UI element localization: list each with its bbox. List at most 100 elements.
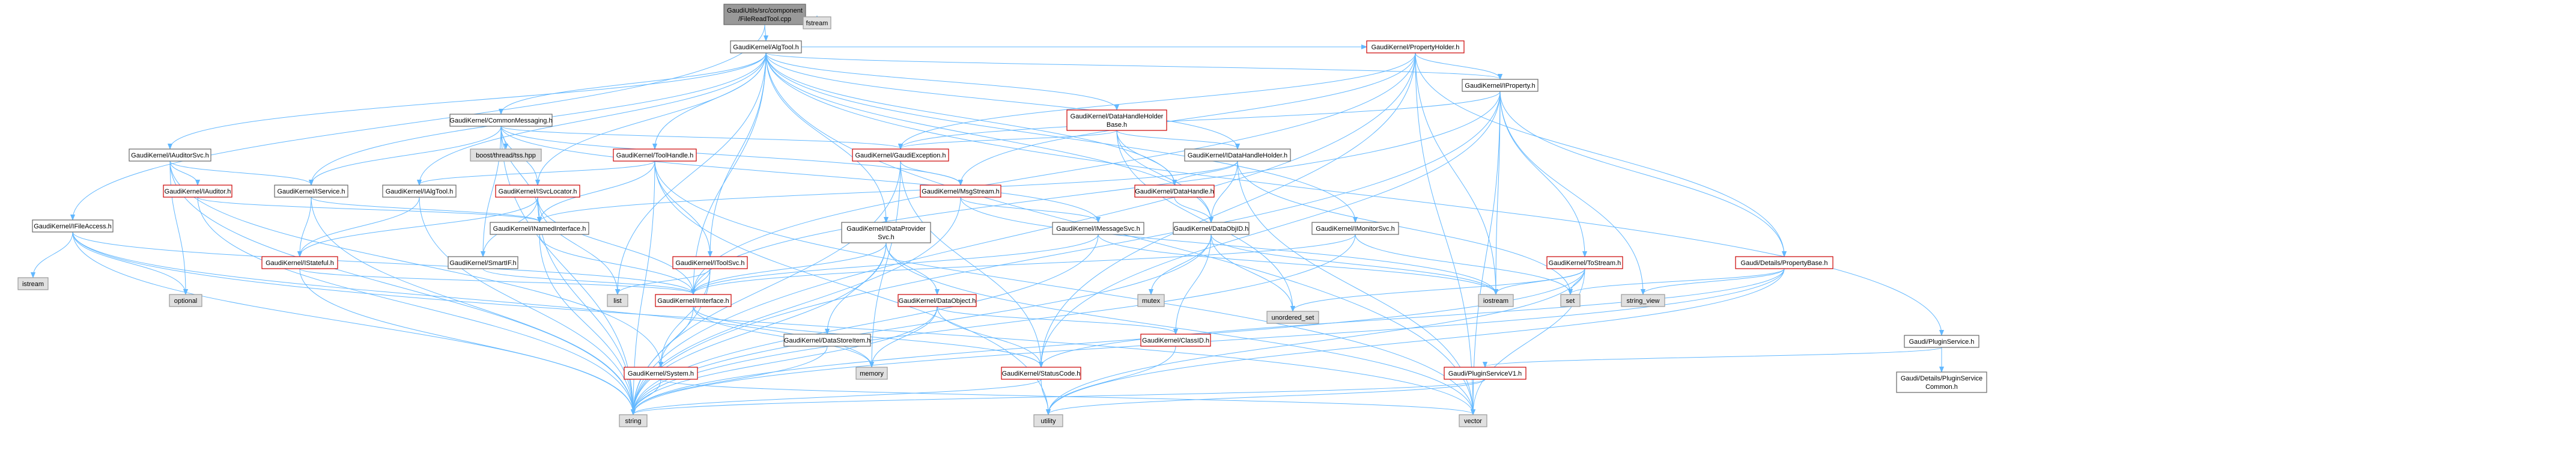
node-label: GaudiKernel/IFileAccess.h [34,223,112,230]
dependency-edge [169,160,198,185]
edge-propertyholder-to-iinterface [693,52,1416,294]
edge-iproperty-to-string_view [1499,91,1643,294]
node-iinterface[interactable]: GaudiKernel/IInterface.h [655,294,732,307]
node-tostream[interactable]: GaudiKernel/ToStream.h [1546,256,1623,269]
node-box [852,148,949,162]
node-iauditorsvc[interactable]: GaudiKernel/IAuditorSvc.h [129,148,211,162]
node-datastoreitem[interactable]: GaudiKernel/DataStoreItem.h [783,334,871,347]
dependency-edge [1355,234,1570,294]
edge-datahandleholder-to-idatahandleholder [1116,130,1238,148]
dependency-edge [537,197,693,294]
dependency-edge [419,52,767,185]
edge-ialgtool-to-iinterface [693,52,767,294]
node-dataobject[interactable]: GaudiKernel/DataObject.h [898,294,977,307]
node-memory: memory [855,367,888,380]
node-istateful[interactable]: GaudiKernel/IStateful.h [261,256,338,269]
edge-propertybase-to-string_view [1643,268,1785,294]
node-isvclocator[interactable]: GaudiKernel/ISvcLocator.h [495,185,580,198]
node-idatahandleholder[interactable]: GaudiKernel/IDataHandleHolder.h [1184,148,1291,162]
node-system[interactable]: GaudiKernel/System.h [624,367,698,380]
dependency-edge [1499,91,1784,256]
node-iproperty[interactable]: GaudiKernel/IProperty.h [1462,79,1539,92]
dependency-edge [901,130,1117,148]
dependency-edge [500,126,633,414]
edge-propertyholder-to-msgstream [961,52,1416,185]
node-box [841,222,931,243]
node-gaudiexception[interactable]: GaudiKernel/GaudiException.h [852,148,949,162]
edge-idatahandleholder-to-vector [1237,160,1473,414]
dependency-edge [1643,268,1785,294]
node-box [1560,294,1581,307]
node-label: GaudiKernel/DataObjID.h [1174,225,1249,233]
node-ifileaccess[interactable]: GaudiKernel/IFileAccess.h [32,219,114,233]
dependency-edge [537,197,618,294]
node-pluginservice[interactable]: Gaudi/PluginService.h [1904,335,1979,348]
node-imonitorsvc[interactable]: GaudiKernel/IMonitorSvc.h [1311,222,1399,235]
node-commonmsg[interactable]: GaudiKernel/CommonMessaging.h [449,114,553,127]
node-statuscode[interactable]: GaudiKernel/StatusCode.h [1001,367,1081,380]
dependency-edges [33,16,1942,414]
node-smartif[interactable]: GaudiKernel/SmartIF.h [448,256,518,269]
node-inamedinterface[interactable]: GaudiKernel/INamedInterface.h [490,222,589,235]
node-imessagesvc[interactable]: GaudiKernel/IMessageSvc.h [1052,222,1144,235]
node-label: GaudiKernel/DataHandle.h [1135,188,1214,195]
dependency-edge [937,306,1041,367]
node-pluginservicev1[interactable]: Gaudi/PluginServiceV1.h [1444,367,1526,380]
node-classid[interactable]: GaudiKernel/ClassID.h [1140,334,1211,347]
dependency-edge [901,91,1501,148]
node-iservice[interactable]: GaudiKernel/IService.h [274,185,348,198]
edge-idatahandleholder-to-dataobjid [1211,160,1238,222]
edge-ialgtool-to-idatahandleholder [765,52,1238,148]
edge-gaudiexception-to-statuscode [900,160,1041,367]
node-box [898,294,977,307]
node-box [448,256,518,269]
dependency-edge [633,234,1099,414]
node-box [1444,367,1526,380]
node-label: GaudiKernel/IMonitorSvc.h [1316,225,1394,233]
edge-commonmsg-to-string [500,126,633,414]
node-propertyholder[interactable]: GaudiKernel/PropertyHolder.h [1366,40,1465,53]
edge-ifileaccess-to-vector [72,231,1473,414]
dependency-edge [1176,234,1212,334]
edge-dataobject-to-string [633,306,938,414]
node-box [495,185,580,198]
node-string_view: string_view [1621,294,1665,307]
node-iauditor[interactable]: GaudiKernel/IAuditor.h [163,185,232,198]
dependency-edge [419,197,633,414]
node-ialgtoolh[interactable]: GaudiKernel/IAlgTool.h [382,185,457,198]
node-label: GaudiKernel/IProperty.h [1465,82,1535,90]
node-istream: istream [17,277,49,290]
edge-dataobjid-to-unordered_set [1211,234,1293,311]
node-toolhandle[interactable]: GaudiKernel/ToolHandle.h [613,148,697,162]
dependency-edge [300,197,420,256]
edge-ialgtool-to-iauditorsvc [170,52,767,148]
node-datahandle[interactable]: GaudiKernel/DataHandle.h [1134,185,1215,198]
node-label: GaudiKernel/GaudiException.h [855,152,946,159]
node-box [1140,334,1211,347]
dependency-edge [1473,91,1501,414]
dependency-edge [1485,347,1942,367]
node-root[interactable]: GaudiUtils/src/component/FileReadTool.cp… [723,4,806,25]
dependency-edge [1570,268,1785,294]
dependency-edge [539,234,633,414]
node-label: Gaudi/PluginService.h [1909,338,1975,346]
node-msgstream[interactable]: GaudiKernel/MsgStream.h [920,185,1001,198]
node-propertybase[interactable]: Gaudi/Details/PropertyBase.h [1735,256,1833,269]
edge-itoolsvc-to-list [618,268,711,294]
edge-iproperty-to-statuscode [1041,91,1501,367]
dependency-edge [1174,160,1238,185]
edge-iproperty-to-propertybase [1499,91,1784,256]
node-label: GaudiKernel/IMessageSvc.h [1056,225,1140,233]
node-itoolsvc[interactable]: GaudiKernel/IToolSvc.h [672,256,748,269]
node-box [1311,222,1399,235]
dependency-edge [633,379,1042,414]
dependency-edge [169,160,661,367]
edge-ialgtool-to-datahandleholder [765,52,1117,109]
node-dataobjid[interactable]: GaudiKernel/DataObjID.h [1173,222,1250,235]
dependency-edge [311,197,539,222]
dependency-edge [419,160,655,185]
node-ialgtool[interactable]: GaudiKernel/AlgTool.h [730,40,802,53]
